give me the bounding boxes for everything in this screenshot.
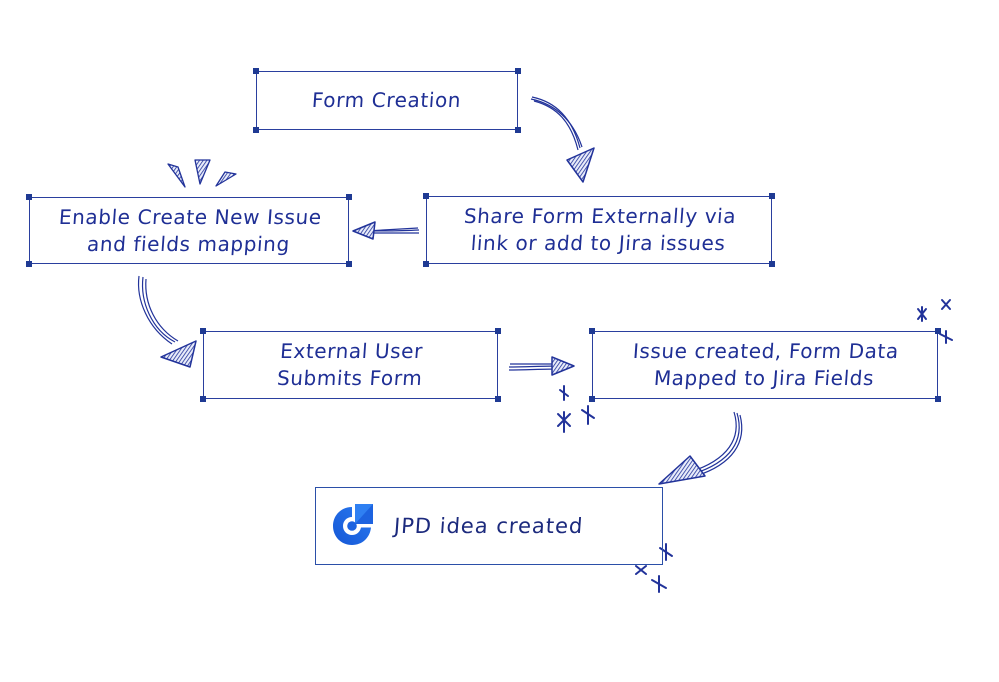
corner-handle xyxy=(200,396,206,402)
corner-handle xyxy=(26,261,32,267)
corner-handle xyxy=(769,193,775,199)
corner-handle xyxy=(253,68,259,74)
arrowhead-share-to-enable xyxy=(352,221,376,240)
arrowhead-external-to-issue xyxy=(551,356,575,376)
corner-handle xyxy=(769,261,775,267)
corner-handle xyxy=(423,261,429,267)
corner-handle xyxy=(495,328,501,334)
decorative-triangles-icon xyxy=(167,159,237,188)
node-label-share-form: Share Form Externally via link or add to… xyxy=(463,204,737,255)
jira-product-discovery-logo-icon xyxy=(333,504,373,545)
sparkle-doodles-bottom-left xyxy=(557,385,595,433)
arrowhead-issue-to-jpd xyxy=(658,455,706,485)
sparkle-doodles-top-right xyxy=(917,299,953,344)
corner-handle xyxy=(515,68,521,74)
corner-handle xyxy=(346,261,352,267)
node-issue-created: Issue created, Form Data Mapped to Jira … xyxy=(589,328,941,402)
corner-handle xyxy=(589,396,595,402)
node-jpd-idea-created: JPD idea created xyxy=(315,487,663,565)
corner-handle xyxy=(589,328,595,334)
arrow-enable-to-external xyxy=(137,275,179,345)
arrow-external-to-issue xyxy=(508,363,559,371)
node-external-user: External User Submits Form xyxy=(200,328,501,402)
arrowhead-enable-to-external xyxy=(160,340,197,368)
arrowhead-form-to-share xyxy=(566,147,595,183)
corner-handle xyxy=(935,396,941,402)
corner-handle xyxy=(26,194,32,200)
corner-handle xyxy=(346,194,352,200)
arrow-issue-to-jpd xyxy=(689,411,743,477)
corner-handle xyxy=(495,396,501,402)
node-label-issue-created: Issue created, Form Data Mapped to Jira … xyxy=(632,339,900,390)
arrow-form-to-share xyxy=(530,96,583,151)
node-enable-create: Enable Create New Issue and fields mappi… xyxy=(26,194,352,267)
node-label-external-user: External User Submits Form xyxy=(276,339,424,390)
corner-handle xyxy=(253,127,259,133)
node-label-jpd-idea-created: JPD idea created xyxy=(393,513,585,538)
corner-handle xyxy=(935,328,941,334)
corner-handle xyxy=(515,127,521,133)
node-form-creation: Form Creation xyxy=(253,68,521,133)
corner-handle xyxy=(423,193,429,199)
node-share-form: Share Form Externally via link or add to… xyxy=(423,193,775,267)
node-label-form-creation: Form Creation xyxy=(311,88,463,112)
corner-handle xyxy=(200,328,206,334)
node-label-enable-create: Enable Create New Issue and fields mappi… xyxy=(57,204,323,256)
